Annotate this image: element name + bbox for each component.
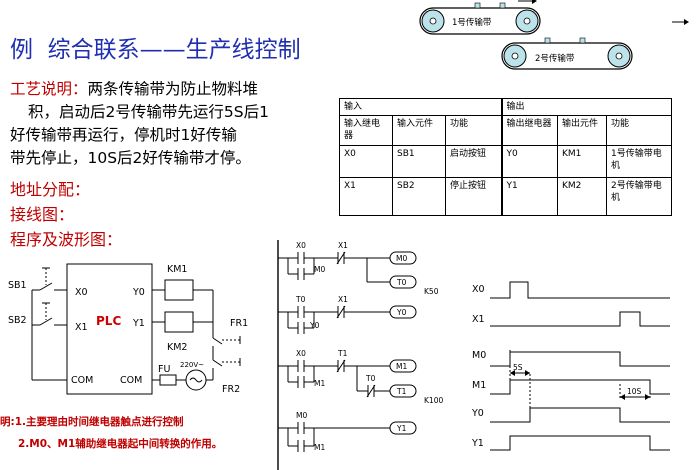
waveform-label-m1: M1	[472, 380, 486, 391]
table-column-row: 输入继电器 输入元件 功能 输出继电器 输出元件 功能	[339, 115, 672, 146]
wiring-diagram: SB1 SB2 X0 X1 PLC Y0 Y1 COM COM KM1 KM2 …	[8, 263, 248, 395]
ladder-coil-label: Y0	[396, 308, 407, 317]
x0-terminal-label: X0	[75, 287, 88, 298]
ladder-contact-label: M1	[314, 379, 325, 388]
input-header: 输入	[339, 98, 502, 116]
waveform-label-y0: Y0	[471, 408, 484, 419]
page-title: 例 综合联系——生产线控制	[10, 30, 301, 64]
section-wiring: 接线图：	[10, 205, 75, 224]
table-cell: X0	[339, 145, 393, 178]
section-program: 程序及波形图：	[10, 230, 123, 249]
table-cell: X1	[339, 177, 393, 216]
table-cell: 2号传输带电机	[606, 177, 672, 216]
ladder-contact-label: M0	[296, 411, 307, 420]
ladder-contact-label: T0	[365, 374, 376, 383]
ladder-contact-label: X0	[296, 349, 306, 358]
ladder-contact-label: Y0	[309, 321, 320, 330]
ladder-contact-label: M0	[314, 265, 325, 274]
waveform-label-x1: X1	[472, 314, 485, 325]
y1-terminal-label: Y1	[132, 318, 145, 329]
ladder-contact-label: X1	[338, 295, 348, 304]
fr2-label: FR2	[222, 384, 240, 395]
com-left-label: COM	[71, 375, 93, 386]
sb2-label: SB2	[8, 315, 27, 326]
x1-terminal-label: X1	[75, 322, 88, 333]
sb1-label: SB1	[8, 280, 27, 291]
waveform-diagram: X0 X1 M0 M1 Y0 Y1 5S 10S	[471, 281, 670, 451]
waveform-label-x0: X0	[472, 284, 485, 295]
ladder-contact-label: M1	[314, 443, 325, 452]
table-cell: SB2	[392, 177, 446, 216]
io-address-table: 输入 输出 输入继电器 输入元件 功能 输出继电器 输出元件 功能 X0 SB1…	[339, 98, 672, 216]
process-description: 工艺说明：两条传输带为防止物料堆 积，启动后2号传输带先运行5S后1 好传输带再…	[10, 78, 328, 170]
table-cell: Y0	[500, 145, 558, 178]
table-cell: 启动按钮	[445, 145, 502, 178]
ladder-diagram: X0 X1 M0 M0 T0 K50 T0 X1 Y0 Y0 X0 T1 M1 …	[277, 240, 443, 470]
km1-label: KM1	[167, 264, 187, 275]
table-cell: Y1	[500, 177, 558, 216]
title-main: 综合联系——生产线控制	[47, 37, 301, 63]
column-header: 输入元件	[392, 115, 446, 146]
waveform-label-y1: Y1	[471, 438, 484, 449]
y0-terminal-label: Y0	[132, 287, 145, 298]
delay-5s-label: 5S	[513, 363, 523, 372]
ladder-coil-label: T1	[396, 387, 407, 396]
ladder-constant-label: K100	[424, 396, 443, 405]
description-line1: 两条传输带为防止物料堆	[87, 80, 259, 98]
column-header: 输入继电器	[339, 115, 393, 146]
voltage-label: 220V~	[180, 361, 204, 369]
description-line4: 带先停止，10S后2好传输带才停。	[10, 149, 251, 167]
table-cell: 1号传输带电机	[606, 145, 672, 178]
table-cell: KM1	[557, 145, 607, 178]
table-header-row: 输入 输出	[339, 98, 672, 116]
column-header: 输出继电器	[500, 115, 558, 146]
ladder-contact-label: X0	[296, 241, 306, 250]
table-cell: 停止按钮	[445, 177, 502, 216]
output-header: 输出	[500, 98, 672, 116]
table-cell: SB1	[392, 145, 446, 178]
waveform-label-m0: M0	[472, 350, 486, 361]
conveyor-illustration: 1号传输带 2号传输带	[419, 0, 689, 70]
fr1-label: FR1	[230, 318, 248, 329]
table-row: X1 SB2 停止按钮 Y1 KM2 2号传输带电机	[339, 177, 672, 216]
conveyor-belt-2: 2号传输带	[501, 19, 689, 70]
belt2-label: 2号传输带	[535, 53, 575, 64]
column-header: 功能	[606, 115, 672, 146]
title-prefix: 例	[10, 37, 33, 63]
com-right-label: COM	[120, 375, 142, 386]
fu-label: FU	[158, 364, 170, 375]
delay-10s-label: 10S	[627, 387, 642, 396]
description-label: 工艺说明：	[10, 80, 88, 98]
section-address: 地址分配：	[10, 180, 91, 199]
description-line3: 好传输带再运行，停机时1好传输	[10, 126, 237, 144]
column-header: 功能	[445, 115, 502, 146]
description-line2: 积，启动后2号传输带先运行5S后1	[28, 103, 269, 121]
ladder-constant-label: K50	[424, 287, 439, 296]
note-line1: 明:1.主要理由时间继电器触点进行控制	[0, 416, 184, 428]
ladder-contact-label: T1	[337, 349, 348, 358]
column-header: 输出元件	[557, 115, 607, 146]
km2-label: KM2	[167, 342, 187, 353]
table-cell: KM2	[557, 177, 607, 216]
notes: 明:1.主要理由时间继电器触点进行控制 2.M0、M1辅助继电器起中间转换的作用…	[0, 411, 222, 455]
ladder-coil-label: M0	[396, 254, 407, 263]
ladder-contact-label: X1	[338, 241, 348, 250]
plc-label: PLC	[96, 314, 121, 328]
conveyor-belt-1: 1号传输带	[419, 0, 541, 35]
ladder-coil-label: Y1	[396, 424, 407, 433]
ladder-coil-label: T0	[396, 278, 407, 287]
table-row: X0 SB1 启动按钮 Y0 KM1 1号传输带电机	[339, 145, 672, 178]
ladder-coil-label: M1	[396, 362, 407, 371]
ladder-contact-label: T0	[295, 295, 306, 304]
belt1-label: 1号传输带	[452, 17, 492, 28]
note-line2: 2.M0、M1辅助继电器起中间转换的作用。	[18, 438, 223, 450]
